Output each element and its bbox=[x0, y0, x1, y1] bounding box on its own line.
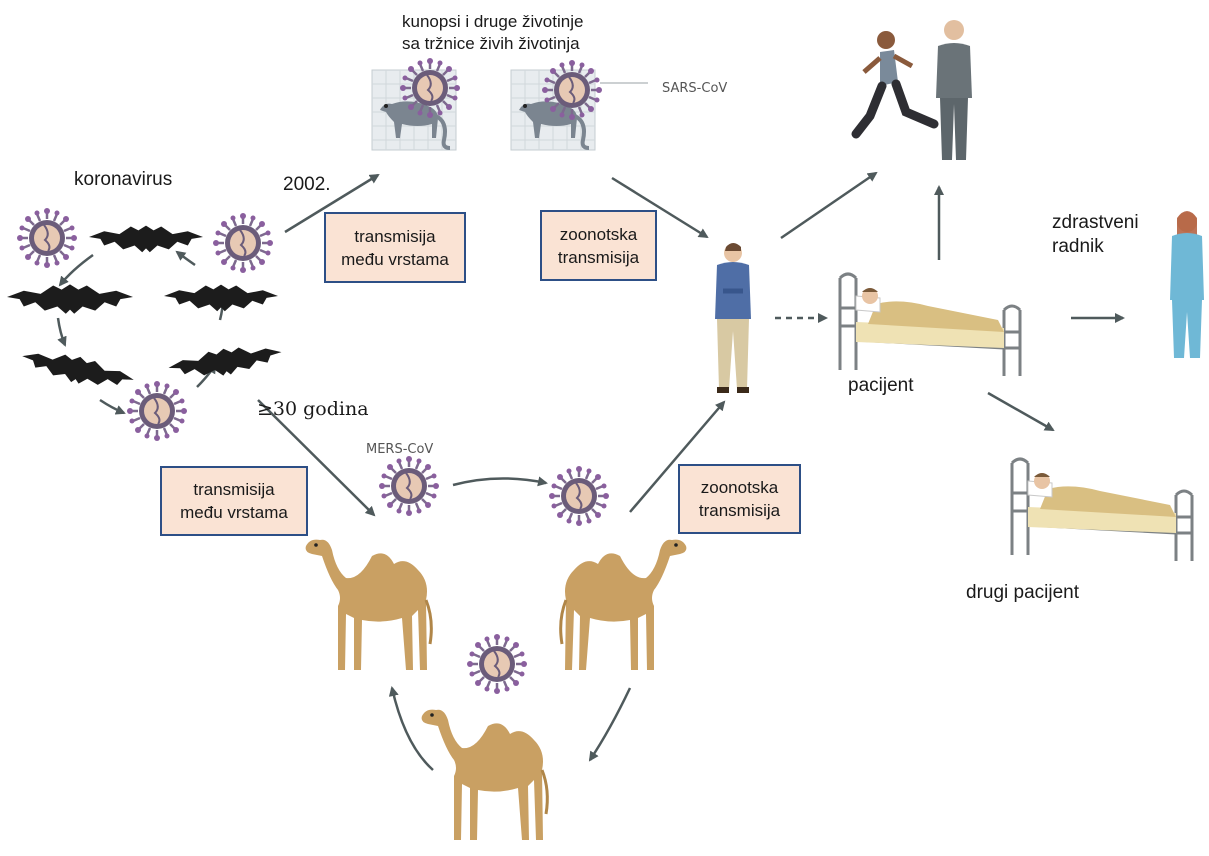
virus-icon bbox=[400, 58, 460, 118]
bat-icon bbox=[167, 341, 284, 383]
health-worker-label: zdrastveni radnik bbox=[1052, 211, 1139, 259]
patient-label: pacijent bbox=[848, 374, 914, 398]
virus-icon bbox=[467, 634, 527, 694]
year-2002-label: 2002. bbox=[283, 173, 331, 197]
bat-icon bbox=[7, 284, 133, 313]
jogger-icon bbox=[856, 31, 934, 134]
cross-species-transmission-box: transmisija među vrstama bbox=[160, 466, 308, 536]
bat-icon bbox=[89, 226, 203, 253]
sars-cov-label: SARS-CoV bbox=[662, 77, 727, 101]
zoonotic-transmission-box: zoonotska transmisija bbox=[540, 210, 657, 281]
virus-icon bbox=[17, 208, 77, 268]
hospital-bed-icon bbox=[840, 274, 1020, 376]
other-patient-label: drugi pacijent bbox=[966, 581, 1079, 605]
man-on-phone-icon bbox=[936, 20, 972, 160]
thirty-years-label: ≥30 godina bbox=[257, 397, 369, 421]
virus-icon bbox=[379, 456, 439, 516]
cross-species-transmission-box: transmisija među vrstama bbox=[324, 212, 466, 283]
health-worker-icon bbox=[1170, 211, 1204, 358]
camel-icon bbox=[306, 540, 432, 670]
hospital-bed-icon bbox=[1012, 459, 1192, 561]
camel-icon bbox=[422, 710, 548, 840]
person-icon bbox=[715, 243, 751, 393]
virus-icon bbox=[542, 60, 602, 120]
camel-icon bbox=[561, 540, 687, 670]
virus-icon bbox=[549, 466, 609, 526]
coronavirus-label: koronavirus bbox=[74, 168, 172, 192]
bat-icon bbox=[164, 285, 278, 312]
mers-cov-label: MERS-CoV bbox=[366, 438, 433, 462]
virus-icon bbox=[213, 213, 273, 273]
bat-icon bbox=[19, 345, 136, 395]
virus-icon bbox=[127, 381, 187, 441]
zoonotic-transmission-box: zoonotska transmisija bbox=[678, 464, 801, 534]
market-animals-label: kunopsi i druge životinje sa tržnice živ… bbox=[402, 11, 583, 55]
